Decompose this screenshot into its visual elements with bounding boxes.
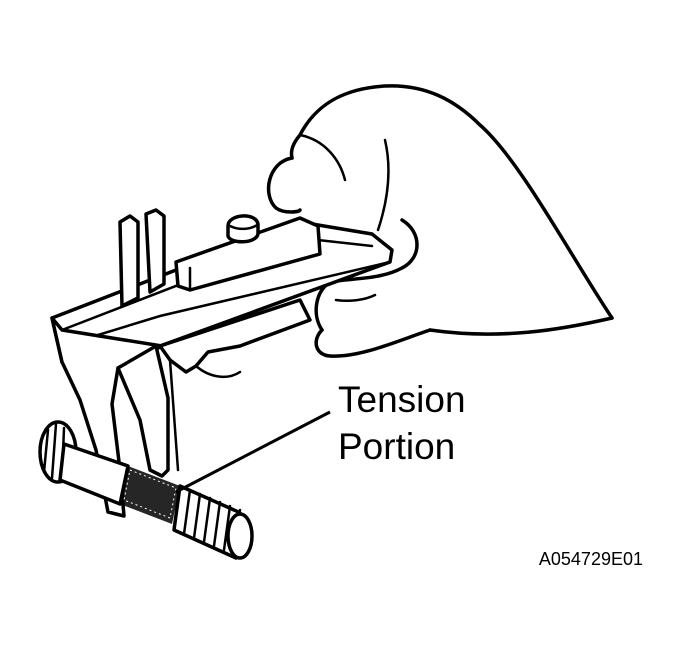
callout-line-1: Tension — [338, 379, 466, 420]
bolt-drawing — [38, 420, 254, 560]
callout-leader-line — [175, 410, 331, 494]
figure-code: A054729E01 — [538, 549, 643, 569]
callout-line-2: Portion — [338, 426, 456, 467]
hand-drawing — [266, 84, 614, 358]
upper-jaws — [118, 208, 166, 308]
caliper-beam — [50, 214, 394, 364]
lower-jaws — [50, 298, 312, 518]
tension-portion-label: Tension Portion — [338, 376, 466, 470]
